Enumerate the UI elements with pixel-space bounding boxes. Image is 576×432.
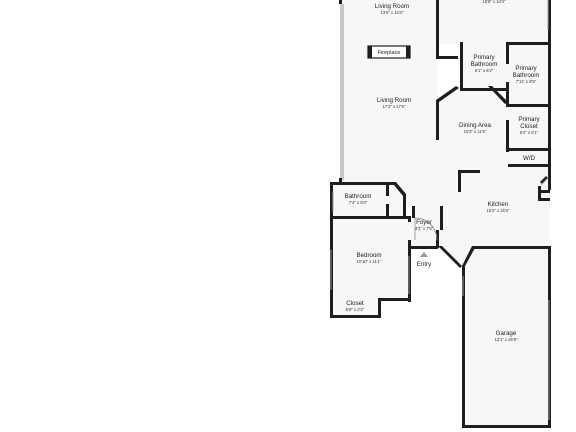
bedroom-dimensions: 10'10" x 11'1" xyxy=(357,259,382,264)
primary-bathroom-1-dimensions: 6'1" x 6'2" xyxy=(475,68,494,73)
top-right-room-dimensions: 15'8" x 14'4" xyxy=(483,0,506,4)
bathroom-dimensions: 7'4" x 5'0" xyxy=(349,200,368,205)
primary-bathroom-2-name-1: Primary xyxy=(515,65,537,72)
garage-name: Garage xyxy=(496,330,517,337)
kitchen-dimensions: 15'2" x 16'3" xyxy=(487,208,510,213)
doors-and-fixtures xyxy=(330,177,549,296)
kitchen-name: Kitchen xyxy=(488,201,509,208)
primary-closet-dimensions: 5'4" x 6'1" xyxy=(520,130,539,135)
foyer-dimensions: 4'3" x 7'5" xyxy=(415,226,434,231)
primary-bathroom-1-name-1: Primary xyxy=(473,54,495,61)
bathroom-name: Bathroom xyxy=(345,193,372,200)
living-room-top-name: Living Room xyxy=(375,3,409,10)
garage-dimensions: 12'1" x 25'9" xyxy=(495,337,518,342)
wd-name: W/D xyxy=(523,155,536,162)
living-room-dimensions: 17'2" x 17'5" xyxy=(383,104,406,109)
dining-area-dimensions: 10'3" x 11'5" xyxy=(464,129,487,134)
dining-area-name: Dining Area xyxy=(459,122,492,129)
closet-dimensions: 6'9" x 2'2" xyxy=(346,307,365,312)
primary-closet-name-1: Primary xyxy=(518,116,540,123)
living-room-top-dimensions: 13'6" x 14'4" xyxy=(381,10,404,15)
primary-bathroom-1-name-2: Bathroom xyxy=(471,61,498,68)
bedroom-name: Bedroom xyxy=(356,252,381,259)
foyer-name: Foyer xyxy=(416,219,432,226)
primary-bathroom-2-name-2: Bathroom xyxy=(513,72,540,79)
primary-closet-name-2: Closet xyxy=(520,123,538,130)
floor-areas xyxy=(332,0,550,428)
primary-bathroom-2-dimensions: 7'11" x 8'5" xyxy=(516,79,537,84)
entry-arrow-icon xyxy=(420,252,428,257)
fireplace: Fireplace xyxy=(367,45,411,59)
closet-name: Closet xyxy=(346,300,364,307)
fireplace-label: Fireplace xyxy=(377,50,400,56)
living-room-name: Living Room xyxy=(377,97,411,104)
entry-name: Entry xyxy=(417,261,432,268)
